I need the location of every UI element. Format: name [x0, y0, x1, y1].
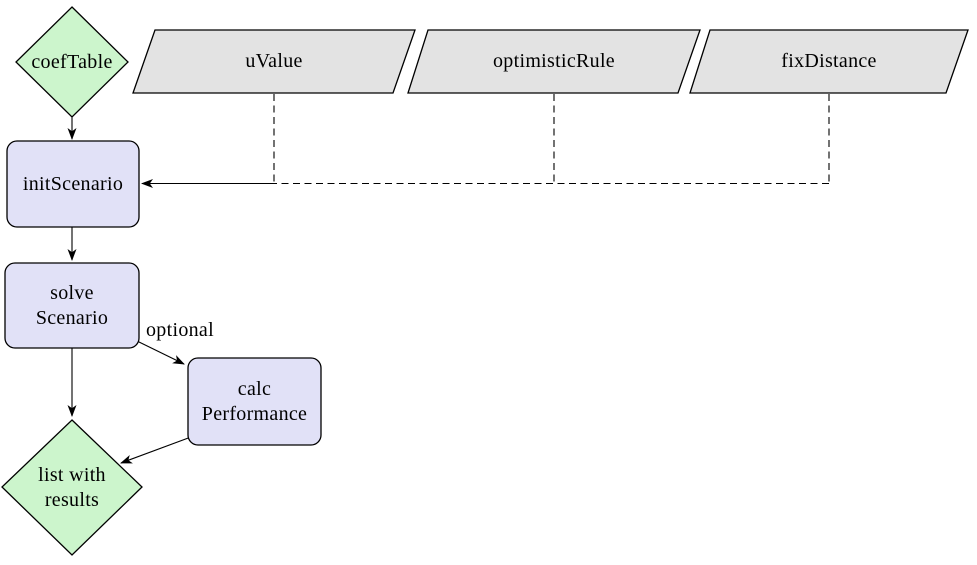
initscenario-box-shape	[6, 140, 140, 228]
uvalue-parallelogram-shape	[132, 29, 416, 94]
solvescenario-box-shape	[4, 262, 140, 349]
edge-solvescenario-to-calcperformance-arrow	[136, 340, 185, 365]
fixdistance-parallelogram-shape	[689, 29, 969, 94]
coeftable-diamond-shape	[15, 6, 129, 118]
listwithresults-diamond-shape	[1, 419, 143, 556]
edge-calcperformance-to-results-arrow	[120, 436, 192, 464]
calcperformance-box-shape	[187, 357, 322, 446]
optimisticrule-parallelogram-shape	[407, 29, 701, 94]
